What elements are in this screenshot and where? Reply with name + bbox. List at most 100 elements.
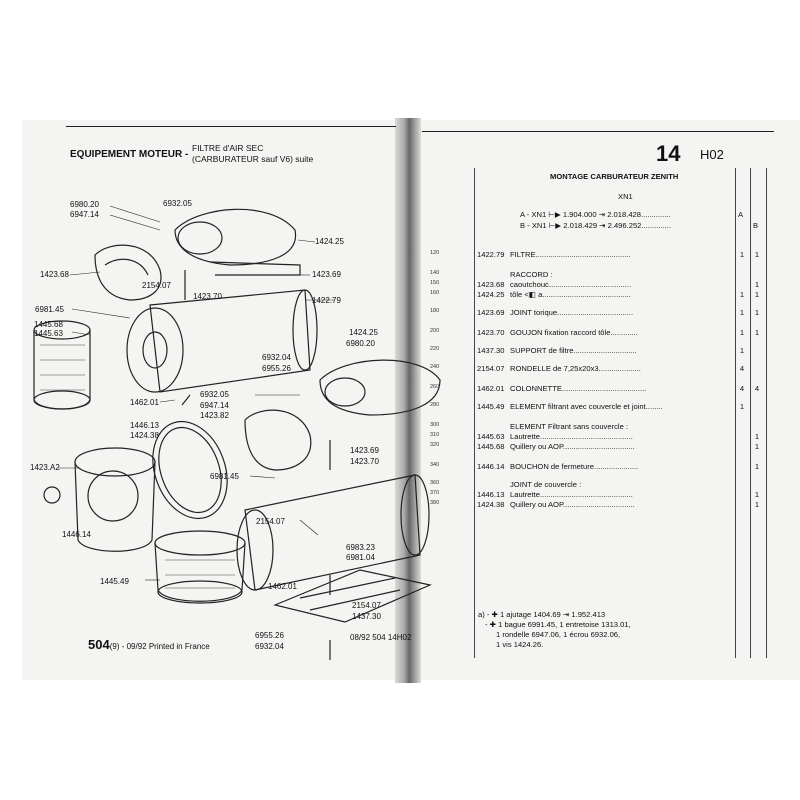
page-print-info: (9) - 09/92 Printed in France xyxy=(109,642,210,651)
variant-b: B - XN1 ⊢▶ 2.018.429 ⇥ 2.496.252........… xyxy=(520,221,671,230)
part-description: caoutchouc..............................… xyxy=(510,280,632,289)
note-line-2: - ✚ 1 bague 6991.45, 1 entretoise 1313.0… xyxy=(485,620,631,629)
callout-6981-04: 6981.04 xyxy=(346,553,375,562)
qty-b: 1 xyxy=(754,308,760,317)
row-line-number: 220 xyxy=(430,346,440,352)
callout-6981-45-b: 6981.45 xyxy=(210,472,239,481)
header-rule-right xyxy=(422,131,774,132)
callout-1423-82: 1423.82 xyxy=(200,411,229,420)
page-footer: 504(9) - 09/92 Printed in France xyxy=(88,637,210,652)
row-line-number: 370 xyxy=(430,490,440,496)
callout-2154-07-c: 2154.07 xyxy=(352,601,381,610)
callout-1437-30: 1437.30 xyxy=(352,612,381,621)
page-reference: 08/92 504 14H02 xyxy=(350,633,412,642)
qty-a: 1 xyxy=(739,308,745,317)
note-line-3: 1 rondelle 6947.06, 1 écrou 6932.06, xyxy=(496,630,621,639)
callout-6947-14: 6947.14 xyxy=(70,210,99,219)
row-line-number: 260 xyxy=(430,384,440,390)
qty-b: 1 xyxy=(754,500,760,509)
row-line-number: 150 xyxy=(430,280,440,286)
part-code: 1462.01 xyxy=(477,384,505,393)
qty-a: 1 xyxy=(739,402,745,411)
part-code: 1424.38 xyxy=(477,500,505,509)
row-line-number: 310 xyxy=(430,432,440,438)
callout-1445-68: 1445.68 xyxy=(34,320,63,329)
callout-6947-14-b: 6947.14 xyxy=(200,401,229,410)
callout-1424-38: 1424.38 xyxy=(130,431,159,440)
book-spine xyxy=(395,118,421,683)
qty-a: 1 xyxy=(739,250,745,259)
part-description: Lautrette...............................… xyxy=(510,432,633,441)
qty-b: 1 xyxy=(754,490,760,499)
variant-a-flag: A xyxy=(738,210,744,219)
part-code: 1445.63 xyxy=(477,432,505,441)
table-rule-2 xyxy=(735,168,736,658)
callout-6981-45: 6981.45 xyxy=(35,305,64,314)
part-code: 1446.14 xyxy=(477,462,505,471)
part-description: GOUJON fixation raccord tôle............… xyxy=(510,328,638,337)
subtitle-line-1: FILTRE d'AIR SEC xyxy=(192,143,264,153)
callout-6932-05: 6932.05 xyxy=(163,199,192,208)
callout-1446-13: 1446.13 xyxy=(130,421,159,430)
qty-b: 1 xyxy=(754,442,760,451)
callout-6932-05-b: 6932.05 xyxy=(200,390,229,399)
qty-b: 1 xyxy=(754,250,760,259)
callout-6983-23: 6983.23 xyxy=(346,543,375,552)
callout-1424-25: 1424.25 xyxy=(315,237,344,246)
callout-1423-70-b: 1423.70 xyxy=(350,457,379,466)
table-subheading: XN1 xyxy=(618,192,633,201)
part-description: FILTRE..................................… xyxy=(510,250,631,259)
callout-6932-04: 6932.04 xyxy=(262,353,291,362)
callout-1462-01: 1462.01 xyxy=(130,398,159,407)
qty-a: 1 xyxy=(739,346,745,355)
section-title: EQUIPEMENT MOTEUR - xyxy=(70,149,189,160)
row-line-number: 360 xyxy=(430,480,440,486)
callout-1424-25-b: 1424.25 xyxy=(349,328,378,337)
callout-6980-20-b: 6980.20 xyxy=(346,339,375,348)
qty-b: 1 xyxy=(754,462,760,471)
qty-b: 4 xyxy=(754,384,760,393)
section-code: H02 xyxy=(700,147,724,162)
part-code: 1437.30 xyxy=(477,346,505,355)
callout-2154-07-b: 2154.07 xyxy=(256,517,285,526)
callout-6955-26: 6955.26 xyxy=(262,364,291,373)
section-subtitle: FILTRE d'AIR SEC (CARBURATEUR sauf V6) s… xyxy=(192,143,313,165)
section-number: 14 xyxy=(656,141,681,166)
part-code: 1445.68 xyxy=(477,442,505,451)
part-description: JOINT torique...........................… xyxy=(510,308,634,317)
qty-a: 4 xyxy=(739,384,745,393)
note-line-1: a) - ✚ 1 ajutage 1404.69 ⇥ 1.952.413 xyxy=(478,610,606,619)
row-line-number: 180 xyxy=(430,308,440,314)
part-code: 1423.70 xyxy=(477,328,505,337)
table-rule-1 xyxy=(474,168,475,658)
part-code: 1446.13 xyxy=(477,490,505,499)
callout-6955-26-b: 6955.26 xyxy=(255,631,284,640)
qty-b: 1 xyxy=(754,280,760,289)
part-description: tôle <◧ a...............................… xyxy=(510,290,631,299)
part-description: Quillery ou AOP.........................… xyxy=(510,442,635,451)
callout-1423-a2: 1423.A2 xyxy=(30,463,60,472)
part-description: RACCORD : xyxy=(510,270,553,279)
qty-a: 4 xyxy=(739,364,745,373)
part-description: JOINT de couvercle : xyxy=(510,480,582,489)
callout-1445-49: 1445.49 xyxy=(100,577,129,586)
qty-b: 1 xyxy=(754,432,760,441)
qty-b: 1 xyxy=(754,290,760,299)
callout-6980-20: 6980.20 xyxy=(70,200,99,209)
callout-1446-14: 1446.14 xyxy=(62,530,91,539)
callout-1423-70: 1423.70 xyxy=(193,292,222,301)
part-description: ELEMENT Filtrant sans couvercle : xyxy=(510,422,629,431)
part-description: COLONNETTE..............................… xyxy=(510,384,647,393)
row-line-number: 120 xyxy=(430,250,440,256)
part-description: Quillery ou AOP.........................… xyxy=(510,500,635,509)
part-description: RONDELLE de 7,25x20x3...................… xyxy=(510,364,641,373)
part-code: 2154.07 xyxy=(477,364,505,373)
callout-1423-69: 1423.69 xyxy=(312,270,341,279)
parts-table: MONTAGE CARBURATEUR ZENITH XN1 A - XN1 ⊢… xyxy=(430,168,780,668)
row-line-number: 200 xyxy=(430,328,440,334)
callout-1422-79: 1422.79 xyxy=(312,296,341,305)
row-line-number: 160 xyxy=(430,290,440,296)
part-description: ELEMENT filtrant avec couvercle et joint… xyxy=(510,402,663,411)
